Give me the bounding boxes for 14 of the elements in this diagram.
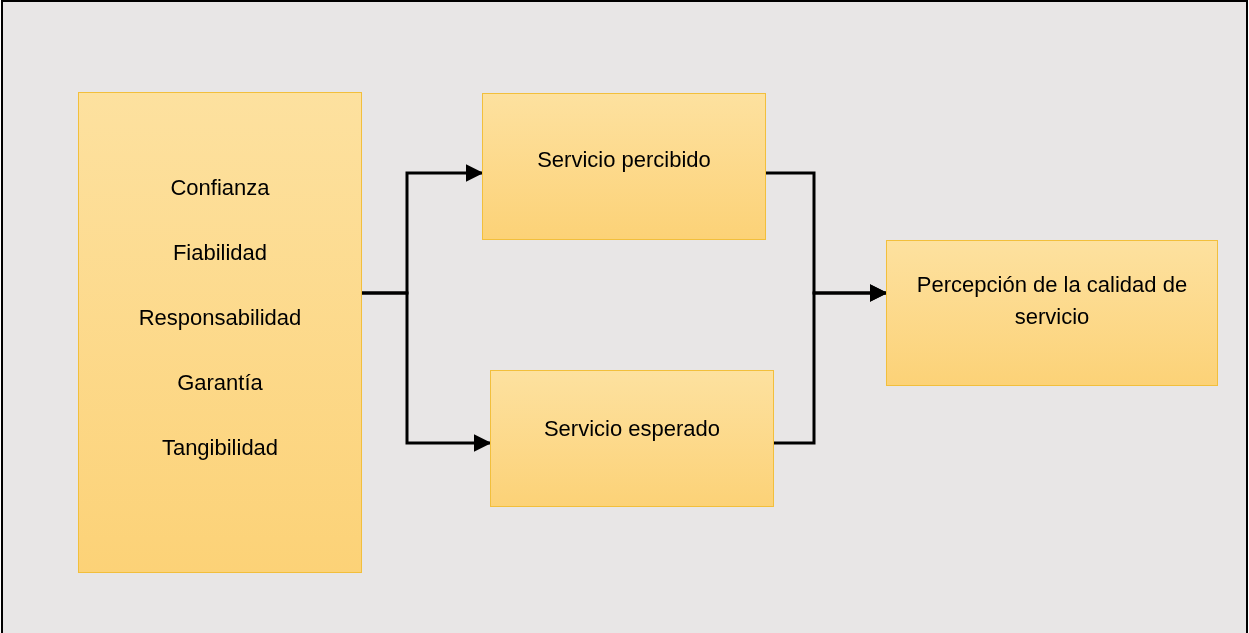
process-box xyxy=(490,370,774,507)
box-text: Responsabilidad xyxy=(138,303,302,332)
box-text: Percepción de la calidad de servicio xyxy=(915,271,1189,331)
connector-arrow xyxy=(362,291,492,452)
process-box xyxy=(886,240,1218,386)
box-text: Confianza xyxy=(170,173,270,202)
box-text: Fiabilidad xyxy=(172,238,268,267)
box-text: Servicio percibido xyxy=(537,146,711,174)
process-box xyxy=(78,92,362,573)
box-text: Tangibilidad xyxy=(161,433,279,462)
box-text: Garantía xyxy=(177,368,263,397)
connector-arrow xyxy=(774,284,888,445)
box-text: Servicio esperado xyxy=(543,415,721,443)
process-box xyxy=(482,93,766,240)
